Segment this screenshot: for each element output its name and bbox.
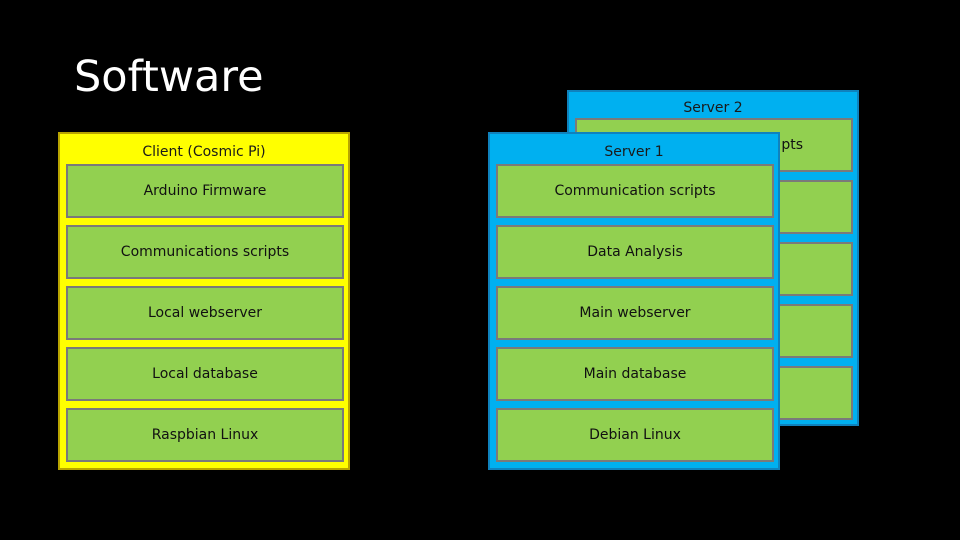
client-layer-label: Local webserver: [147, 305, 262, 321]
client-layer-local-database: Local database: [66, 347, 344, 401]
client-layer-label: Communications scripts: [120, 244, 290, 260]
client-layer-communications-scripts: Communications scripts: [66, 225, 344, 279]
server-2-label: Server 2: [683, 100, 743, 116]
client-label: Client (Cosmic Pi): [142, 144, 266, 160]
server-1-layer-label: Debian Linux: [589, 427, 681, 443]
server-1-layer-main-webserver: Main webserver: [496, 286, 774, 340]
client-layer-local-webserver: Local webserver: [66, 286, 344, 340]
server-1-layer-data-analysis: Data Analysis: [496, 225, 774, 279]
client-layer-label: Arduino Firmware: [143, 183, 267, 199]
client-layer-arduino-firmware: Arduino Firmware: [66, 164, 344, 218]
client-layer-label: Raspbian Linux: [151, 427, 259, 443]
server-1-layer-main-database: Main database: [496, 347, 774, 401]
server-1-layer-label: Data Analysis: [587, 244, 683, 260]
server-1-layer-label: Main webserver: [579, 305, 691, 321]
client-layer-label: Local database: [152, 366, 258, 382]
client-panel: Client (Cosmic Pi) Arduino Firmware Comm…: [58, 132, 350, 470]
server-1-layer-label: Main database: [583, 366, 687, 382]
server-1-layer-communication-scripts: Communication scripts: [496, 164, 774, 218]
server-1-label: Server 1: [604, 144, 664, 160]
server-2-layer-label: pts: [781, 137, 803, 153]
slide-title: Software: [74, 52, 264, 102]
client-layer-raspbian-linux: Raspbian Linux: [66, 408, 344, 462]
server-1-panel: Server 1 Communication scripts Data Anal…: [488, 132, 780, 470]
server-1-layer-label: Communication scripts: [554, 183, 716, 199]
server-1-layer-debian-linux: Debian Linux: [496, 408, 774, 462]
